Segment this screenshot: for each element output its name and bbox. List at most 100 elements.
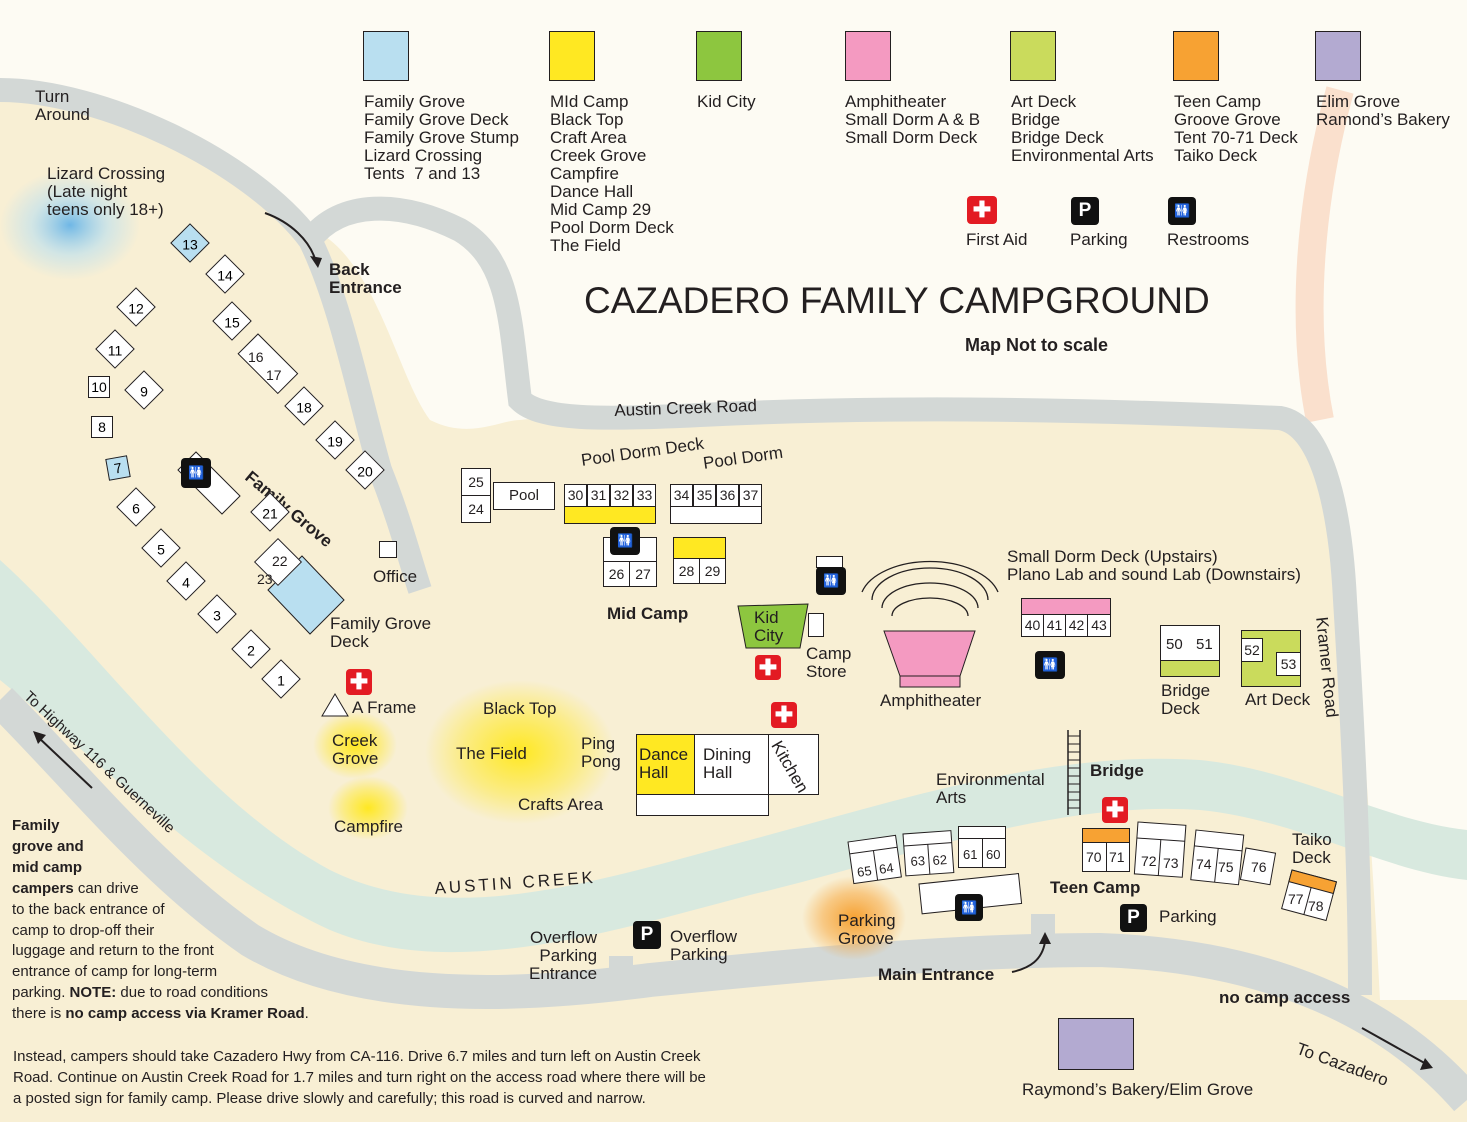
site-10: 10 — [88, 376, 110, 398]
site-33: 33 — [633, 484, 656, 507]
creek-grove-glow — [313, 711, 397, 779]
legend-swatch-elim-grove — [1315, 31, 1361, 81]
dining-annex — [636, 794, 769, 816]
legend-mid-camp-items: MId Camp Black Top Craft Area Creek Grov… — [550, 92, 674, 255]
the-field-label: The Field — [456, 744, 527, 763]
small-dorm-label: Small Dorm Deck (Upstairs) Plano Lab and… — [1007, 547, 1301, 584]
back-entrance-arrowhead — [310, 256, 322, 268]
main-entrance-arrow — [1011, 941, 1046, 973]
campfire-glow — [328, 776, 408, 840]
site-30: 30 — [564, 484, 587, 507]
overflow-entrance-label: Overflow Parking Entrance — [529, 928, 598, 983]
site-51: 51 — [1196, 636, 1213, 653]
parking-icon: P — [1120, 904, 1147, 932]
amphitheater-base — [899, 675, 961, 688]
legend-swatch-mid-camp — [549, 31, 595, 81]
site-7: 7 — [105, 455, 131, 481]
back-entrance-arrow — [264, 212, 317, 263]
family-grove-deck-label: Family Grove Deck — [330, 614, 432, 651]
site-73: 73 — [1163, 855, 1179, 871]
lizard-crossing-label: Lizard Crossing (Late night teens only 1… — [47, 164, 166, 219]
parking-groove-label: Parking Groove — [838, 911, 896, 948]
main-entrance-arrowhead — [1039, 932, 1051, 944]
dining-hall-label: Dining Hall — [703, 745, 752, 782]
black-top-label: Black Top — [483, 699, 557, 718]
legend-amphitheater-items: Amphitheater Small Dorm A & B Small Dorm… — [845, 92, 981, 147]
site-29: 29 — [699, 558, 726, 584]
field-glow — [425, 680, 615, 824]
pool-building: Pool — [493, 482, 555, 510]
site-65: 65 — [856, 862, 873, 880]
site-60: 60 — [986, 847, 1001, 862]
site-75: 75 — [1218, 859, 1234, 875]
pool-dorm-deck-row: 30 31 32 33 — [564, 484, 656, 524]
restroom-icon: 🚻 — [955, 894, 983, 921]
teen-camp-label: Teen Camp — [1050, 878, 1141, 897]
highway-arrowhead — [33, 731, 46, 744]
office-label: Office — [373, 567, 418, 586]
site-50: 50 — [1166, 636, 1183, 653]
site-78: 78 — [1308, 898, 1324, 914]
site-31: 31 — [587, 484, 610, 507]
austin-creek-road-path — [300, 196, 1372, 996]
kid-city-label: Kid City — [754, 608, 784, 645]
camp-store-building — [808, 613, 824, 637]
map-title: CAZADERO FAMILY CAMPGROUND — [584, 280, 1210, 321]
teen-parking-label: Parking — [1159, 907, 1217, 926]
crafts-area-label: Crafts Area — [518, 795, 604, 814]
first-aid-icon: ✚ — [967, 196, 997, 224]
restroom-icon: 🚻 — [1168, 197, 1196, 225]
legend-restrooms-label: Restrooms — [1167, 230, 1250, 249]
cazadero-arrowhead — [1420, 1058, 1433, 1070]
note-line: Family — [12, 817, 60, 834]
site-17: 17 — [266, 367, 282, 383]
note-line: entrance of camp for long-term — [12, 963, 218, 981]
overflow-parking-label: Overflow Parking — [670, 927, 738, 964]
turn-around-label: Turn Around — [35, 87, 90, 124]
environmental-arts-label: Environmental Arts — [936, 770, 1045, 807]
first-aid-icon: ✚ — [346, 669, 372, 695]
legend-parking-label: Parking — [1070, 230, 1128, 249]
first-aid-icon: ✚ — [771, 702, 797, 728]
creek-grove-label: Creek Grove — [332, 731, 379, 768]
amphitheater-stage — [883, 630, 976, 677]
map-subtitle: Map Not to scale — [965, 335, 1109, 355]
note-line: parking. NOTE: due to road conditions — [12, 984, 268, 1002]
bakery-label: Raymond’s Bakery/Elim Grove — [1022, 1080, 1254, 1099]
legend-first-aid-label: First Aid — [966, 230, 1028, 249]
site-22: 22 — [272, 553, 288, 569]
first-aid-icon: ✚ — [755, 655, 781, 680]
site-35: 35 — [693, 484, 716, 507]
site-76: 76 — [1251, 859, 1267, 875]
pool-dorm-strip — [670, 506, 762, 524]
a-frame-label: A Frame — [352, 698, 417, 717]
kid-city-building — [737, 603, 809, 649]
legend-swatch-teen-camp — [1173, 31, 1219, 81]
peach-stream — [1295, 86, 1354, 423]
highway-arrow — [37, 736, 93, 789]
bridge-label: Bridge — [1090, 761, 1144, 780]
legend-kid-city-items: Kid City — [697, 92, 756, 111]
pair-70-71-shape — [1082, 828, 1130, 872]
austin-creek-water — [0, 560, 1467, 953]
pair-77-78-shape — [1281, 869, 1338, 922]
parking-icon: P — [1071, 197, 1099, 225]
lizard-crossing-glow — [0, 170, 140, 280]
art-deck-label: Art Deck — [1245, 690, 1311, 709]
site-25: 25 — [461, 468, 491, 496]
restroom-icon: 🚻 — [181, 458, 211, 488]
campfire-label: Campfire — [334, 817, 403, 836]
site-52: 52 — [1241, 638, 1263, 662]
a-frame-tent — [321, 693, 349, 717]
directions-text: Instead, campers should take Cazadero Hw… — [13, 1048, 706, 1107]
pair-72-73-shape — [1133, 821, 1187, 878]
small-dorm-row: 40 41 42 43 — [1021, 598, 1111, 638]
no-camp-access-label: no camp access — [1219, 988, 1351, 1007]
office-building — [379, 541, 397, 558]
dance-hall-building — [636, 734, 695, 795]
site-40: 40 — [1021, 614, 1044, 637]
note-line: luggage and return to the front — [12, 942, 214, 960]
restroom-icon: 🚻 — [816, 567, 846, 595]
site-72: 72 — [1141, 853, 1157, 869]
amphitheater-sound-arcs — [861, 560, 999, 617]
